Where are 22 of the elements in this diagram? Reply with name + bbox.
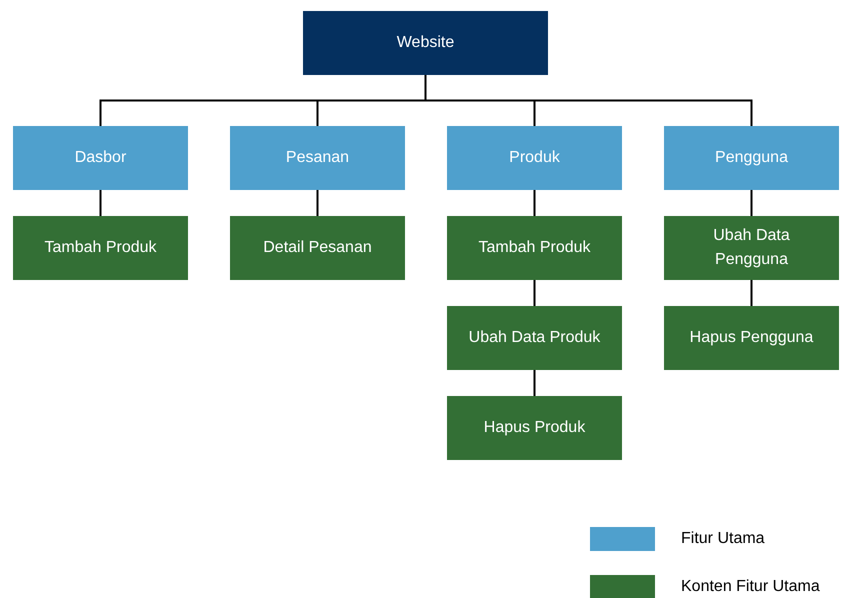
connector-line bbox=[534, 370, 536, 396]
connector-line bbox=[750, 280, 752, 306]
content-box: Hapus Produk bbox=[447, 396, 622, 460]
feature-box: Produk bbox=[447, 126, 622, 190]
connector-line bbox=[424, 75, 752, 126]
content-box: Tambah Produk bbox=[447, 216, 622, 280]
content-box: Detail Pesanan bbox=[230, 216, 405, 280]
connector-line bbox=[316, 190, 318, 216]
content-box: Ubah Data Pengguna bbox=[664, 216, 839, 280]
content-box: Hapus Pengguna bbox=[664, 306, 839, 370]
legend-label: Fitur Utama bbox=[681, 529, 765, 549]
connector-line bbox=[534, 190, 536, 216]
content-box: Ubah Data Produk bbox=[447, 306, 622, 370]
content-box: Tambah Produk bbox=[13, 216, 188, 280]
connector-line bbox=[100, 190, 102, 216]
feature-box: Pengguna bbox=[664, 126, 839, 190]
feature-box: Pesanan bbox=[230, 126, 405, 190]
legend-label: Konten Fitur Utama bbox=[681, 577, 820, 597]
root-box: Website bbox=[303, 11, 548, 75]
feature-box: Dasbor bbox=[13, 126, 188, 190]
connector-line bbox=[750, 190, 752, 216]
connector-line bbox=[534, 280, 536, 306]
